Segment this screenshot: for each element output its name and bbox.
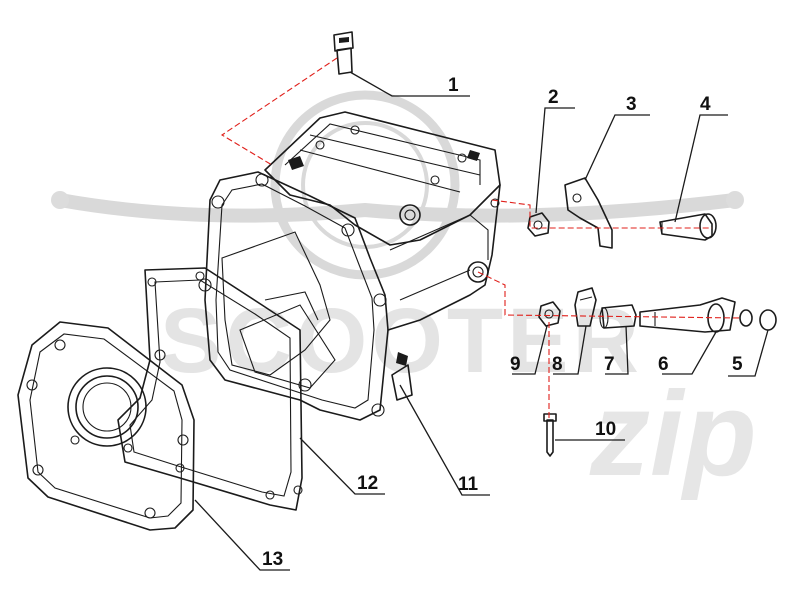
part-3-bracket <box>564 177 613 249</box>
callout-12: 12 <box>357 473 378 494</box>
callout-13: 13 <box>262 549 283 570</box>
part-10-bolt <box>543 413 557 457</box>
callout-5: 5 <box>732 354 743 375</box>
part-1-pin <box>333 31 354 75</box>
part-5-o-rings <box>739 309 777 331</box>
callout-2: 2 <box>548 87 559 108</box>
watermark-logo: SCOOTER zip <box>51 90 757 501</box>
callout-1: 1 <box>448 75 459 96</box>
callout-6: 6 <box>658 354 669 375</box>
watermark-brand-text: SCOOTER <box>160 290 643 392</box>
part-4-shaft <box>659 213 717 241</box>
part-2-nut <box>527 212 550 237</box>
part-6-shift-shaft <box>639 297 736 333</box>
watermark-script-text: zip <box>589 367 757 501</box>
callout-10: 10 <box>595 419 616 440</box>
callout-9: 9 <box>510 354 521 375</box>
part-7-sleeve <box>599 304 637 329</box>
callout-7: 7 <box>604 354 615 375</box>
callout-8: 8 <box>552 354 563 375</box>
callout-labels: 1 2 3 4 5 6 7 8 9 10 11 12 13 <box>262 75 743 570</box>
callout-3: 3 <box>626 94 637 115</box>
part-11-transmission-case <box>198 111 501 421</box>
part-8-clip <box>574 287 597 327</box>
part-9-nut <box>538 301 561 327</box>
assembly-center-lines <box>220 57 741 420</box>
callout-11: 11 <box>458 474 479 495</box>
callout-4: 4 <box>700 94 711 115</box>
leader-lines <box>194 71 769 571</box>
part-12-gasket <box>117 267 303 511</box>
